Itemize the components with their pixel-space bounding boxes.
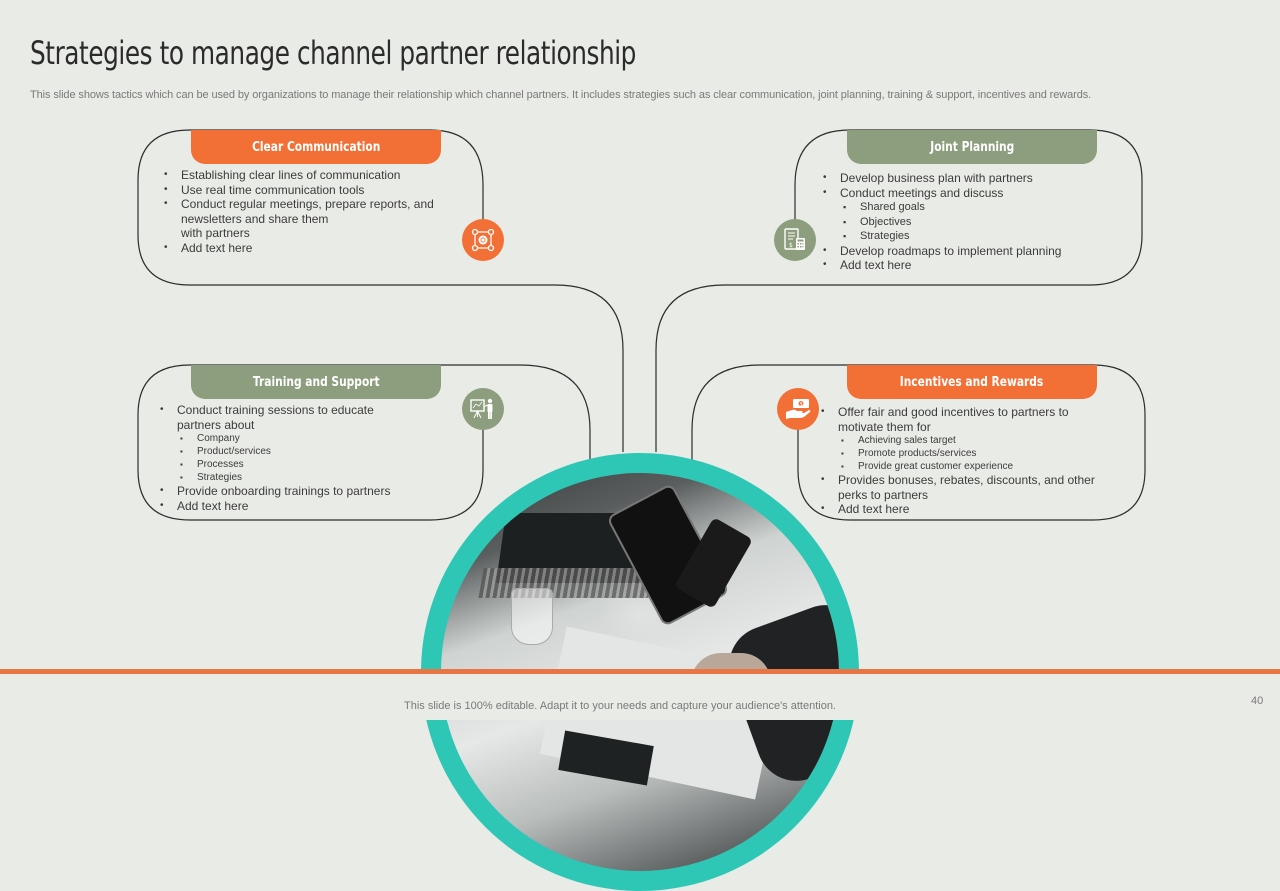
- list-subitem: Provide great customer experience: [818, 460, 1138, 473]
- list-subitem: Shared goals: [820, 200, 1130, 215]
- list-item: Conduct training sessions to educate: [157, 403, 457, 418]
- list-item: Provides bonuses, rebates, discounts, an…: [818, 473, 1138, 488]
- list-item: Develop business plan with partners: [820, 171, 1130, 186]
- list-item: Add text here: [820, 258, 1130, 273]
- slide-title: Strategies to manage channel partner rel…: [30, 34, 636, 72]
- list-subitem: Objectives: [820, 215, 1130, 230]
- list-item-continued: with partners: [181, 226, 250, 240]
- joint-planning-list: Develop business plan with partners Cond…: [820, 171, 1130, 273]
- clear-communication-list: Establishing clear lines of communicatio…: [161, 168, 461, 255]
- svg-text:$: $: [800, 402, 803, 408]
- photo-glass: [511, 588, 553, 645]
- list-subitem: Promote products/services: [818, 447, 1138, 460]
- list-subitem: Processes: [157, 458, 457, 471]
- training-support-header: Training and Support: [191, 365, 441, 399]
- joint-planning-outline: [655, 129, 1143, 452]
- footer-background: [0, 674, 1280, 720]
- page-number: 40: [1251, 695, 1264, 707]
- list-subitem: Strategies: [820, 229, 1130, 244]
- incentives-rewards-header: Incentives and Rewards: [847, 365, 1097, 399]
- list-item-continued: partners about: [177, 417, 255, 432]
- list-item: Offer fair and good incentives to partne…: [818, 405, 1138, 420]
- list-item-continued: perks to partners: [838, 487, 929, 502]
- footer-note: This slide is 100% editable. Adapt it to…: [404, 700, 836, 712]
- list-item: Conduct regular meetings, prepare report…: [161, 197, 461, 212]
- list-item: Add text here: [818, 502, 1138, 517]
- money-in-hand-icon: $: [777, 388, 819, 430]
- list-item: Add text here: [157, 499, 457, 514]
- slide-subtitle: This slide shows tactics which can be us…: [30, 89, 1092, 101]
- joint-planning-header: Joint Planning: [847, 130, 1097, 164]
- clear-communication-outline: [137, 129, 624, 452]
- photo-keyboard: [478, 568, 654, 598]
- training-support-outline: [137, 364, 591, 521]
- list-subitem: Strategies: [157, 471, 457, 484]
- planning-document-calculator-icon: $: [774, 219, 816, 261]
- list-item: Establishing clear lines of communicatio…: [161, 168, 461, 183]
- list-item: Conduct meetings and discuss: [820, 186, 1130, 201]
- list-item-continued: newsletters and share them: [181, 211, 329, 226]
- footer-accent-bar: [0, 669, 1280, 674]
- list-subitem: Company: [157, 432, 457, 445]
- list-subitem: Achieving sales target: [818, 434, 1138, 447]
- list-item: Develop roadmaps to implement planning: [820, 244, 1130, 259]
- presenter-whiteboard-icon: [462, 388, 504, 430]
- clear-communication-header: Clear Communication: [191, 130, 441, 164]
- svg-text:$: $: [789, 242, 793, 249]
- incentives-rewards-list: Offer fair and good incentives to partne…: [818, 405, 1138, 517]
- network-gear-icon: [462, 219, 504, 261]
- list-item-continued: motivate them for: [838, 419, 931, 434]
- training-support-list: Conduct training sessions to educate par…: [157, 403, 457, 513]
- list-subitem: Product/services: [157, 445, 457, 458]
- list-item: Use real time communication tools: [161, 183, 461, 198]
- list-item: Provide onboarding trainings to partners: [157, 484, 457, 499]
- list-item: Add text here: [161, 241, 461, 256]
